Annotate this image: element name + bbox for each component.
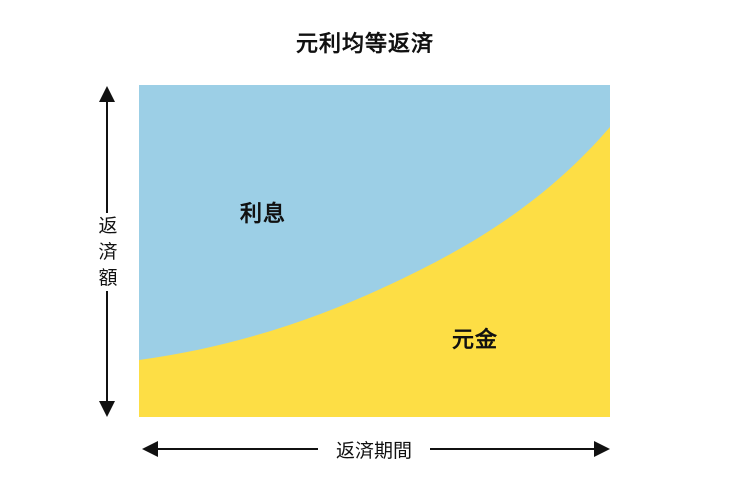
y-label-char: 済 (98, 241, 118, 263)
arrow-left-icon (142, 441, 158, 457)
y-axis-label: 返 済 額 (94, 213, 122, 291)
interest-label: 利息 (240, 202, 287, 227)
y-label-char: 返 (98, 215, 118, 237)
principal-label: 元金 (452, 328, 499, 353)
arrow-up-icon (99, 86, 115, 102)
y-label-char: 額 (98, 267, 118, 289)
arrow-right-icon (594, 441, 610, 457)
principal-area (139, 127, 610, 417)
arrow-down-icon (99, 401, 115, 417)
x-axis-label: 返済期間 (318, 436, 430, 463)
chart-title: 元利均等返済 (295, 32, 434, 57)
